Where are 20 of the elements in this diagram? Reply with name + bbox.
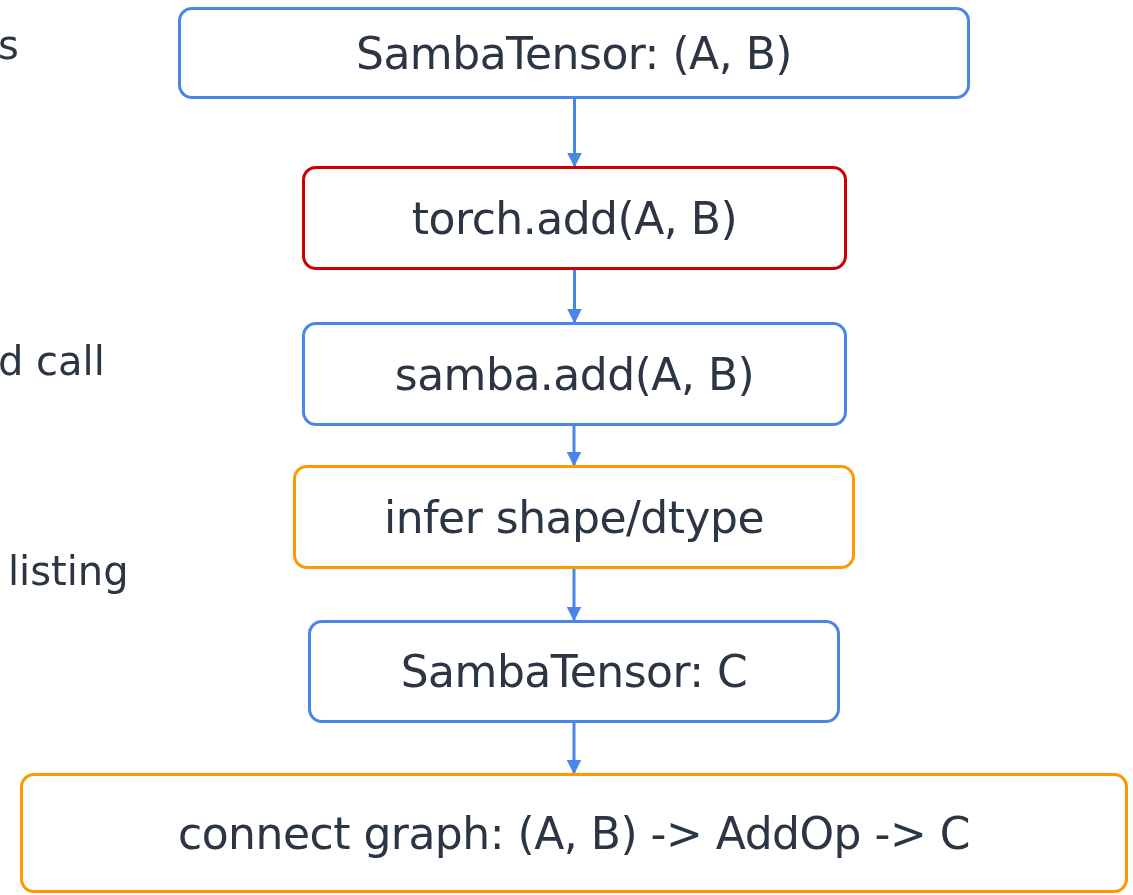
- process-box: [308, 620, 840, 723]
- arrow: [567, 99, 582, 168]
- note-text: d call: [0, 338, 105, 384]
- box-label: infer shape/dtype: [383, 491, 765, 543]
- process-box: [302, 322, 847, 426]
- box-label: SambaTensor: C: [400, 646, 748, 697]
- process-box: [302, 166, 847, 270]
- arrow: [566, 723, 582, 775]
- box-label: SambaTensor: (A, B): [355, 27, 793, 79]
- box-label: samba.add(A, B): [394, 348, 755, 400]
- process-box: [20, 773, 1128, 893]
- arrow: [566, 426, 582, 467]
- box-label: connect graph: (A, B) -> AddOp -> C: [178, 807, 970, 859]
- process-box: [178, 7, 970, 99]
- note-text: s: [0, 22, 19, 68]
- process-box: [293, 465, 855, 569]
- arrow: [566, 569, 582, 622]
- arrow: [567, 270, 582, 324]
- box-label: torch.add(A, B): [411, 192, 738, 244]
- note-text: listing: [8, 548, 129, 594]
